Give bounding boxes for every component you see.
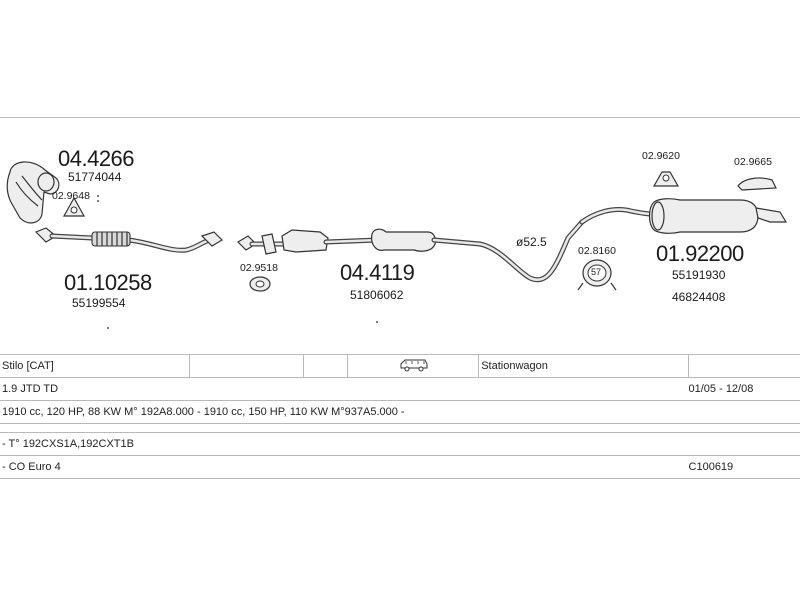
oe-number-55191930: 55191930 [672,268,726,282]
spec-row-types: - T° 192CXS1A,192CXT1B [0,432,800,456]
types-cell: - T° 192CXS1A,192CXT1B [0,432,800,456]
empty-cell [303,354,349,378]
oe-number-55199554: 55199554 [72,296,126,310]
front-pipe-01-10258[interactable] [34,227,223,253]
station-wagon-icon [400,359,428,371]
middle-pipe-04-4119[interactable] [237,219,585,283]
engine-cell: 1.9 JTD TD [0,377,689,401]
oe-number-51806062: 51806062 [350,288,404,302]
body-type-cell: Stationwagon [478,354,690,378]
gasket-02-9648[interactable] [62,196,86,217]
part-code-01-92200: 01.92200 [656,241,744,266]
spec-row-emission: - CO Euro 4 C100619 [0,455,800,479]
vehicle-icon-cell [347,354,480,378]
part-code-04-4266: 04.4266 [58,146,135,171]
spec-row-engine: 1.9 JTD TD 01/05 - 12/08 [0,377,800,401]
rubber-mount-02-9620[interactable] [652,171,680,187]
oe-number-51774044: 51774044 [68,170,122,184]
part-code-02-9518: 02.9518 [240,262,278,274]
vehicle-spec-table: Stilo [CAT] Stationwagon 1.9 JTD TD 01/0… [0,354,800,479]
rear-silencer-01-92200[interactable] [579,198,788,234]
spec-row-blank [0,423,800,433]
period-cell: 01/05 - 12/08 [688,377,800,401]
model-cell: Stilo [CAT] [0,354,190,378]
spec-row-engine-detail: 1910 cc, 120 HP, 88 KW M° 192A8.000 - 19… [0,400,800,424]
clamp-02-8160[interactable] [577,259,617,291]
catalytic-converter[interactable] [6,161,60,224]
catalog-number-cell: C100619 [688,455,800,479]
part-code-02-9620: 02.9620 [642,150,680,162]
pipe-diameter: ø52.5 [516,235,547,249]
part-code-02-8160: 02.8160 [578,245,616,257]
spec-row-model: Stilo [CAT] Stationwagon [0,354,800,378]
part-code-04-4119: 04.4119 [340,260,415,285]
part-code-01-10258: 01.10258 [64,270,152,295]
engine-detail-cell: 1910 cc, 120 HP, 88 KW M° 192A8.000 - 19… [0,400,800,424]
part-code-02-9648: 02.9648 [52,190,90,202]
part-code-02-9665: 02.9665 [734,156,772,168]
oe-number-46824408: 46824408 [672,290,726,304]
empty-cell [189,354,305,378]
emission-cell: - CO Euro 4 [0,455,689,479]
blank-cell [0,423,800,433]
bracket-02-9665[interactable] [737,177,777,191]
clamp-size-badge: 57 [591,267,602,277]
top-rule [0,117,800,118]
empty-cell [688,354,800,378]
gasket-02-9518[interactable] [249,276,271,292]
exhaust-diagram [6,161,788,329]
